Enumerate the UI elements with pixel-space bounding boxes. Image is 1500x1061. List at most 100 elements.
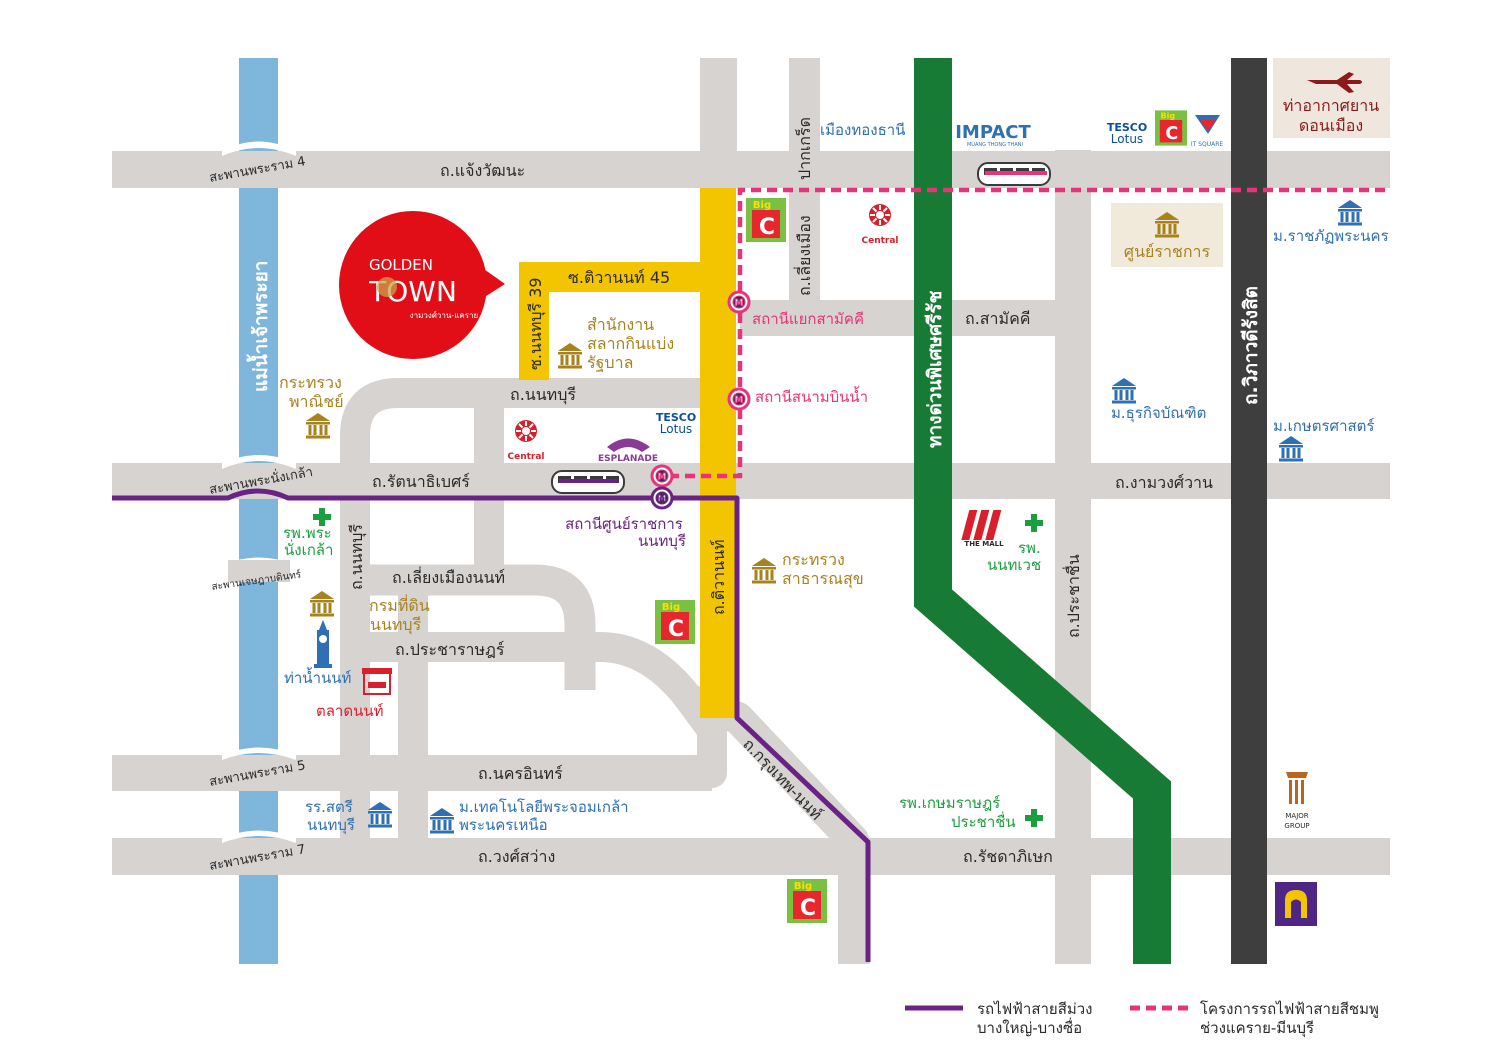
road-nonthaburi-39-side [474,400,504,570]
expressway-si-rat [914,58,1171,964]
muang-thong-label: เมืองทองธานี [820,121,905,139]
university-icon [368,802,392,828]
station-yaek-samakkhi-label: สถานีแยกสามัคคี [752,310,864,328]
legend-purple-label-2: บางใหญ่-บางซื่อ [977,1017,1082,1037]
lottery-label-3: รัฐบาล [587,353,633,372]
major-group-logo: MAJOR GROUP [1284,772,1310,830]
purple-line-track [112,488,871,962]
road-liang-muang-nonth [355,564,596,690]
land-office-label-2: นนทบุรี [370,615,422,635]
road-prachachuen [1055,150,1091,964]
station-pink-nonthaburi-icon [650,464,674,488]
svg-text:GROUP: GROUP [1284,822,1309,830]
road-ngamwongwan-label: ถ.งามวงศ์วาน [1115,473,1213,492]
road-samakkhi [740,300,1056,336]
road-pracharat-label: ถ.ประชาราษฎร์ [395,640,505,659]
road-nakhon-in-label: ถ.นครอินทร์ [478,764,563,783]
bigc-logo-top [1155,110,1187,146]
dhurakij-label: ม.ธุรกิจบัณฑิต [1111,404,1206,423]
station-sun-ratchakan-label-1: สถานีศูนย์ราชการ [565,515,683,533]
hospital-cross-icon [1025,514,1043,532]
nonthavej-label-1: รพ. [1018,539,1041,557]
bigc-logo-south [787,879,827,923]
road-chaengwattana-label: ถ.แจ้งวัฒนะ [440,161,525,180]
bigc-logo-liang-muang [746,198,786,242]
svg-text:ศูนย์ราชการ: ศูนย์ราชการ [1124,242,1211,262]
kasemrad-label-2: ประชาชื่น [951,811,1016,831]
road-pakkret [789,58,820,300]
svg-text:Lotus: Lotus [1111,132,1143,146]
school-label-1: รร.สตรี [305,798,353,816]
station-purple-nonthaburi-icon [650,486,674,510]
central-logo-chaengwattana: Central [861,203,899,246]
university-icon [1112,378,1136,404]
hosp-nangklao-label-2: นั่งเกล้า [284,539,333,559]
road-nonthaburi-39-label: ซ.นนทบุรี 39 [526,277,546,370]
tha-nam-label: ท่าน้ำนนท์ [284,667,351,687]
road-vibhavadi-label: ถ.วิภาวดีรังสิต [1240,286,1262,405]
university-icon [430,808,454,834]
it-square-logo: IT SQUARE [1191,115,1224,148]
svg-text:TESCO: TESCO [656,411,696,424]
bridge-arch-rama7 [222,830,296,843]
central-logo-rattanathibet: Central [507,419,545,462]
ministry-commerce-icon [306,413,330,439]
road-chaengwattana [112,151,1390,188]
road-liang-muang-label: ถ.เลี่ยงเมือง [793,215,814,296]
road-liang-muang-nonth-label: ถ.เลี่ยงเมืองนนท์ [392,566,505,587]
lottery-label-1: สำนักงาน [587,315,654,334]
golden-town-logo: GOLDEN TOWN งามวงศ์วาน-แคราย [339,211,505,359]
legend-purple-label-1: รถไฟฟ้าสายสีม่วง [977,1000,1093,1018]
health-label-1: กระทรวง [782,550,845,569]
bridge-arch-rama5 [222,747,296,760]
pink-line-track [662,187,1385,479]
govt-complex-box: ศูนย์ราชการ [1111,203,1223,267]
svg-text:THE MALL: THE MALL [964,540,1004,548]
river-label: แม่น้ำเจ้าพระยา [246,261,272,392]
the-mall-logo: THE MALL [961,510,1004,548]
kasemrad-label-1: รพ.เกษมราษฎร์ [899,794,1000,812]
road-tiwanon-45-label: ซ.ติวานนท์ 45 [568,268,670,287]
road-tiwanon-north [700,58,737,188]
talad-label: ตลาดนนท์ [316,702,384,720]
clock-tower-icon [314,620,332,668]
kasetsart-label: ม.เกษตรศาสตร์ [1273,417,1374,435]
road-wongsawang [112,838,1390,875]
svg-text:ดอนเมือง: ดอนเมือง [1299,116,1363,135]
svg-text:MUANG THONG THANI: MUANG THONG THANI [967,142,1023,148]
road-soi-tiwanon-45 [519,262,700,380]
svg-text:Central: Central [861,236,898,246]
university-icon [1279,436,1303,462]
logo-tagline: งามวงศ์วาน-แคราย [410,310,478,320]
hospital-cross-icon [1025,809,1043,827]
tesco-lotus-logo-top: TESCO Lotus [1107,121,1147,146]
map-legend: รถไฟฟ้าสายสีม่วง บางใหญ่-บางซื่อ โครงการ… [905,1000,1379,1038]
rajabhat-label: ม.ราชภัฏพระนคร [1273,227,1389,245]
bridge-arch-nangklao [222,455,296,469]
road-tiwanon-label: ถ.ติวานนท์ [709,539,728,615]
station-sun-ratchakan-label-2: นนทบุรี [638,532,686,551]
road-prachachuen-label: ถ.ประชาชื่น [1062,554,1083,638]
road-nonthaburi-label: ถ.นนทบุรี [510,385,576,405]
station-sanam-bin-nam-icon [727,387,751,411]
svg-text:Central: Central [507,452,544,462]
station-yaek-samakkhi-icon [727,290,751,314]
road-samakkhi-label: ถ.สามัคคี [965,309,1030,328]
svg-text:MAJOR: MAJOR [1285,812,1308,820]
lottery-label-2: สลากกินแบ่ง [587,334,674,353]
impact-logo: IMPACT MUANG THONG THANI [955,122,1031,148]
road-ratchadaphisek-label: ถ.รัชดาภิเษก [963,847,1053,866]
market-stall-icon [362,668,392,695]
airplane-icon [1307,72,1362,93]
bridge-arch-rama4 [222,141,296,156]
land-office-icon [310,591,334,617]
legend-pink-label-2: ช่วงแคราย-มีนบุรี [1200,1019,1314,1038]
airport-box: ท่าอากาศยาน ดอนเมือง [1273,58,1390,138]
tesco-lotus-logo-rattanathibet: TESCO Lotus [656,411,696,436]
svg-text:IT SQUARE: IT SQUARE [1191,141,1224,148]
logo-golden: GOLDEN [369,256,433,274]
svg-text:IMPACT: IMPACT [955,122,1031,143]
commerce-label-2: พาณิชย์ [289,392,344,411]
svg-text:ESPLANADE: ESPLANADE [598,454,658,464]
hosp-nangklao-label-1: รพ.พระ [283,524,332,542]
